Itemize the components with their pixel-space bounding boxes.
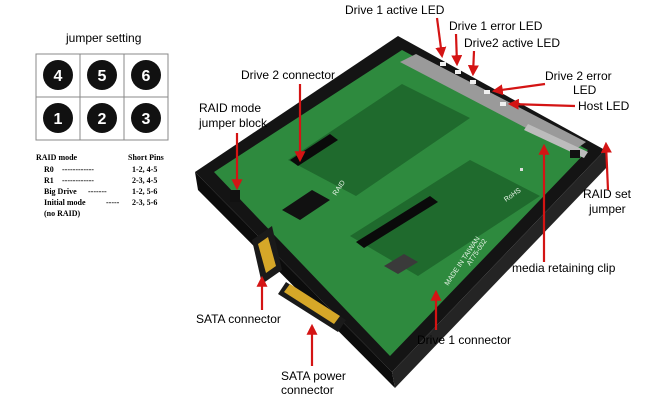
pin-4 [43,60,73,90]
controller-chip [282,190,330,220]
arrow-drive1-error-led [451,33,463,67]
label-sata-connector: SATA connector [196,312,281,326]
label-raid-set-jumper: jumper [588,202,626,216]
raid-row-dashes: ----- [106,198,120,207]
jumper-setting-panel: jumper setting 4 5 6 1 2 3 RAID mode Sho… [35,31,169,218]
label-drive1-error-led: Drive 1 error LED [449,19,543,33]
label-host-led: Host LED [578,99,630,113]
raid-row-pins: 1-2, 5-6 [132,187,157,196]
drive1-bay [350,160,540,276]
raid-row-mode: Big Drive [44,187,77,196]
label-drive1-connector: Drive 1 connector [417,333,511,347]
arrow-host-led [507,98,576,110]
label-drive1-active-led: Drive 1 active LED [345,3,445,17]
pin-5 [87,60,117,90]
callouts: Drive 1 active LED Drive 1 error LED Dri… [196,3,632,397]
label-raid-mode-jumper-block: RAID mode [199,101,261,115]
raid-mode-table: RAID mode Short Pins R0 ------------ 1-2… [36,153,164,218]
adapter-board: MADE IN TAIWAN AT75-002 RoHS RAID [195,36,608,388]
raid-row-pins: 2-3, 5-6 [132,198,157,207]
raid-table-header-mode: RAID mode [36,153,78,162]
drive1-error-led [455,70,461,74]
raid-row-pins: 1-2, 4-5 [132,165,157,174]
raid-mode-jumper-block [230,190,240,202]
raid-row-dashes: ------------ [62,165,94,174]
label-raid-set-jumper: RAID set [583,187,632,201]
jumper-setting-title: jumper setting [65,31,141,45]
raid-row-mode: R1 [44,176,54,185]
drive2-bay [288,84,470,196]
pin-label: 6 [142,68,151,85]
raid-row-mode: Initial mode [44,198,86,207]
arrow-drive2-error-led [491,82,546,96]
pcb [214,50,588,356]
media-retaining-clip-top [400,54,586,152]
inductor [384,254,418,274]
sata-data-pins [258,237,276,273]
pin-2 [87,103,117,133]
pin-label: 4 [54,68,63,85]
pin-label: 1 [54,111,63,128]
label-drive2-active-led: Drive2 active LED [464,36,560,50]
case-side-edge [392,150,608,388]
host-led [500,102,506,106]
arrow-drive2-active-led [467,50,479,77]
pin-label: 5 [98,68,107,85]
drive2-active-led [470,80,476,84]
label-sata-power-connector: SATA power [281,369,346,383]
label-sata-power-connector: connector [281,383,334,397]
pin-label: 3 [142,111,151,128]
label-media-retaining-clip: media retaining clip [512,261,616,275]
raid-row-dashes: ------------ [62,176,94,185]
pin-1 [43,103,73,133]
label-drive2-error-led: Drive 2 error [545,69,612,83]
media-retaining-clip [524,124,588,158]
raid-row-note: (no RAID) [44,209,81,218]
jumper-grid: 4 5 6 1 2 3 [35,53,169,141]
leader-arrows [231,17,612,366]
drive1-active-led [440,62,446,66]
raid-row-mode: R0 [44,165,54,174]
pin-label: 2 [98,111,107,128]
sata-power-pins [284,284,340,324]
label-drive2-connector: Drive 2 connector [241,68,335,82]
label-raid-mode-jumper-block: jumper block [198,116,268,130]
arrow-drive1-active-led [435,17,447,59]
drive2-error-led [484,90,490,94]
pin-6 [131,60,161,90]
drive1-connector [356,196,438,248]
raid-row-dashes: ------- [88,187,107,196]
pin-3 [131,103,161,133]
raid-set-jumper [570,150,580,158]
raid-row-pins: 2-3, 4-5 [132,176,157,185]
label-drive2-error-led: LED [573,83,597,97]
arrow-raid-set-jumper [600,141,612,191]
case-front-edge [195,172,395,388]
raid-table-header-pins: Short Pins [128,153,164,162]
